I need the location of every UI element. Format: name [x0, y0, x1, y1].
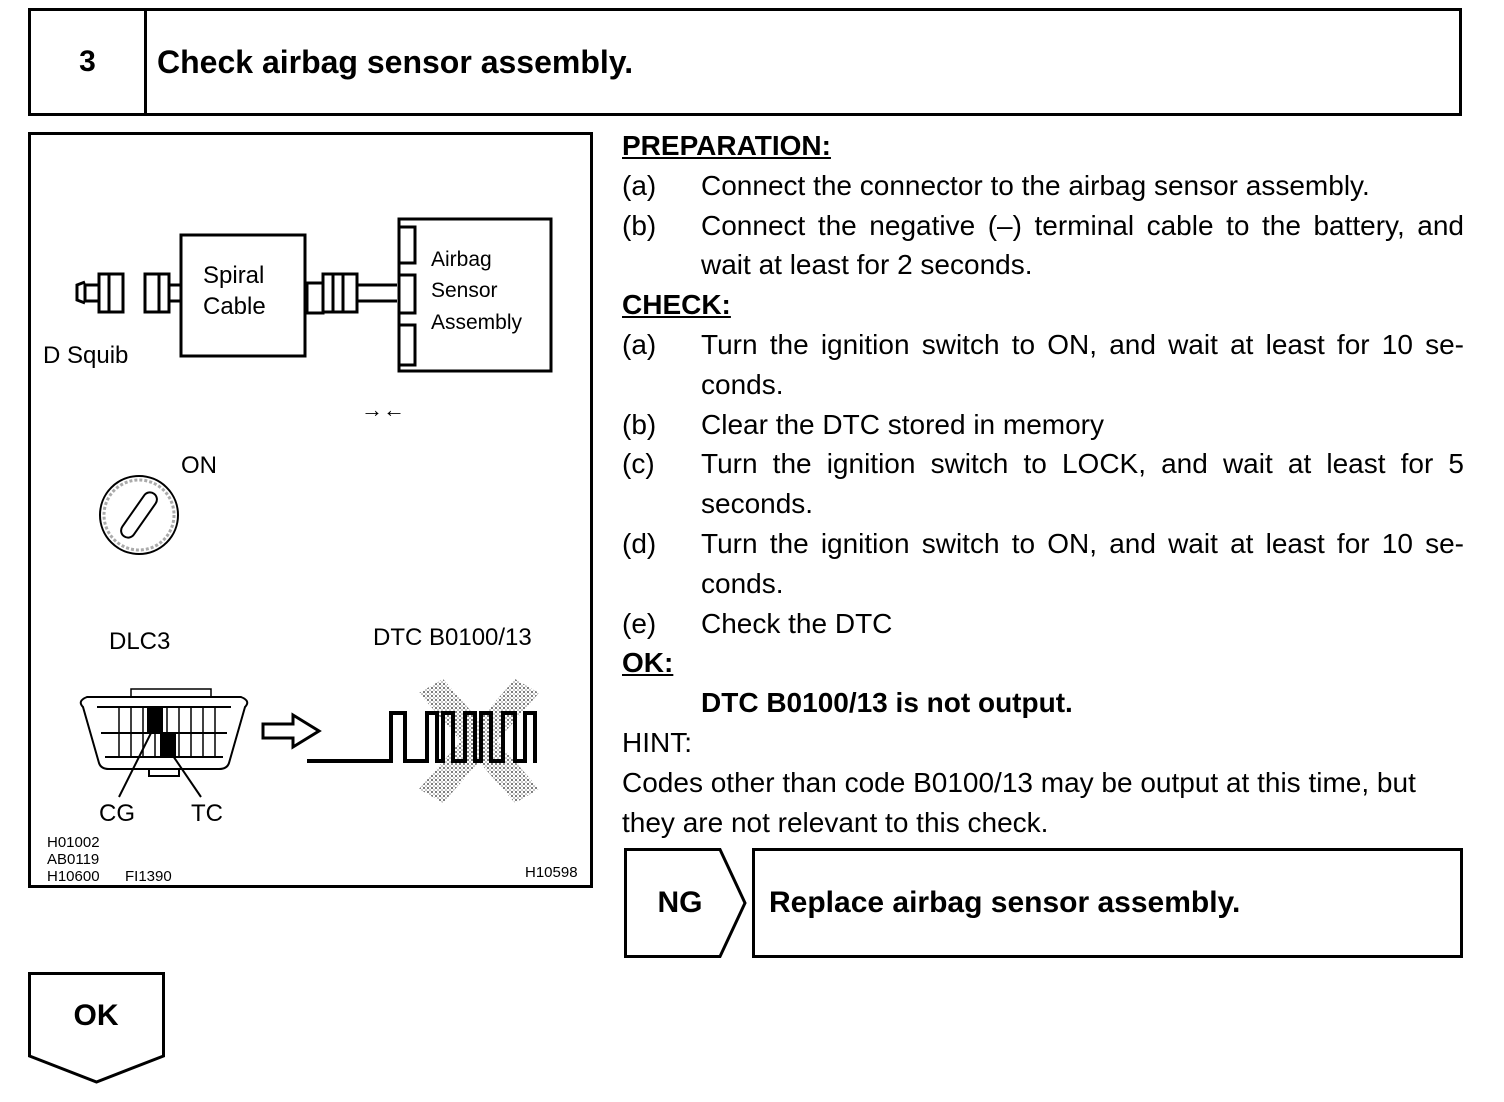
ng-tag-shape: [624, 848, 747, 958]
step-title: Check airbag sensor assembly.: [157, 43, 634, 80]
hint-title: HINT:: [622, 726, 692, 758]
ok-tag-shape: [28, 972, 165, 1084]
step-number: 3: [31, 11, 147, 113]
step-header: 3 Check airbag sensor assembly.: [28, 8, 1462, 116]
item-text: Turn the ignition switch to ON, and wait…: [701, 527, 1464, 599]
ref-code-right: H10598: [525, 864, 578, 881]
d-squib-label: D Squib: [43, 342, 128, 369]
item-text: Turn the ignition switch to ON, and wait…: [701, 328, 1464, 400]
spiral-cable-label-2: Cable: [203, 293, 266, 320]
ng-flow-tag: NG: [624, 848, 748, 958]
ref-code-3: H10600: [47, 868, 100, 885]
list-item: (d) Turn the ignition switch to ON, and …: [622, 524, 1464, 604]
item-label: (b): [622, 408, 657, 440]
list-item: (b) Clear the DTC stored in memory: [622, 405, 1464, 445]
item-text: Turn the ignition switch to LOCK, and wa…: [701, 448, 1464, 520]
dtc-waveform: [307, 711, 537, 763]
airbag-sensor-label-3: Assembly: [431, 311, 523, 334]
list-item: (c) Turn the ignition switch to LOCK, an…: [622, 444, 1464, 524]
ref-code-2: AB0119: [47, 851, 99, 868]
item-text: Connect the negative (–) terminal cable …: [701, 209, 1464, 281]
diagram-svg: Spiral Cable Airbag Sensor Assembly D Sq…: [43, 217, 578, 885]
list-item: (a) Turn the ignition switch to ON, and …: [622, 325, 1464, 405]
tc-label: TC: [191, 800, 223, 827]
ok-label: OK: [73, 999, 119, 1032]
d-squib-connector: [75, 272, 181, 314]
airbag-sensor-label-2: Sensor: [431, 279, 498, 302]
ng-result-box: Replace airbag sensor assembly.: [752, 848, 1463, 958]
preparation-title: PREPARATION:: [622, 130, 831, 161]
item-text: Check the DTC: [701, 607, 893, 639]
ref-code-1: H01002: [47, 834, 100, 851]
spiral-cable-box: [179, 233, 307, 358]
dlc3-label: DLC3: [109, 628, 170, 655]
airbag-sensor-box: [397, 217, 553, 373]
ok-condition: DTC B0100/13 is not output.: [701, 687, 1073, 719]
item-label: (b): [622, 209, 657, 241]
item-text: Connect the connector to the airbag sens…: [701, 169, 1370, 201]
cg-label: CG: [99, 800, 135, 827]
connect-arrows: →←: [361, 397, 405, 422]
dlc3-connector-icon: [79, 688, 249, 798]
check-title: CHECK:: [622, 289, 731, 321]
on-label: ON: [181, 452, 217, 479]
hint-text: Codes other than code B0100/13 may be ou…: [622, 766, 1416, 838]
item-text: Clear the DTC stored in memory: [701, 408, 1105, 440]
sensor-connector: [305, 272, 397, 315]
item-label: (a): [622, 328, 657, 360]
instructions: PREPARATION: (a) Connect the connector t…: [622, 126, 1464, 842]
item-label: (a): [622, 169, 657, 201]
ng-label: NG: [657, 886, 703, 919]
item-label: (e): [622, 607, 657, 639]
item-label: (c): [622, 448, 655, 480]
list-item: (a) Connect the connector to the airbag …: [622, 166, 1464, 206]
ref-code-4: FI1390: [125, 868, 172, 885]
item-label: (d): [622, 527, 657, 559]
right-arrow-icon: [261, 712, 322, 750]
airbag-sensor-label-1: Airbag: [431, 248, 492, 271]
dtc-label: DTC B0100/13: [373, 624, 532, 651]
spiral-cable-label-1: Spiral: [203, 262, 264, 289]
ok-flow-tag: OK: [28, 972, 166, 1084]
list-item: (b) Connect the negative (–) terminal ca…: [622, 206, 1464, 286]
ok-title: OK:: [622, 647, 674, 679]
list-item: (e) Check the DTC: [622, 604, 1464, 644]
diagram-figure: Spiral Cable Airbag Sensor Assembly D Sq…: [28, 132, 593, 888]
ignition-switch-icon: [99, 475, 179, 555]
